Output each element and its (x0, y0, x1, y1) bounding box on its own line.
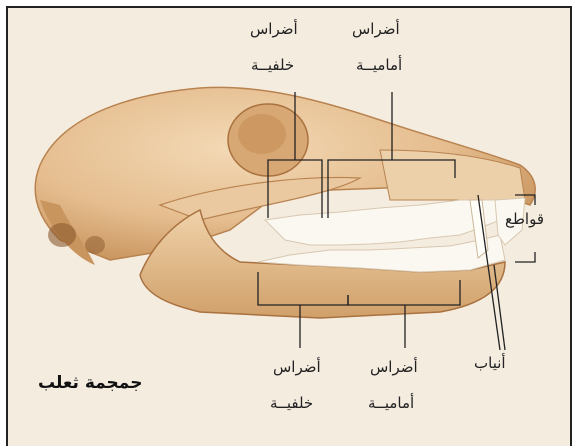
label-upper-premolars-line2: أماميــة (356, 58, 402, 73)
label-upper-molars-line2: خلفيــة (251, 58, 294, 73)
figure: أضراس خلفيــة أضراس أماميــة قواطع أنياب… (0, 0, 582, 428)
label-lower-molars-line2: خلفيــة (270, 396, 313, 411)
label-lower-premolars-line2: أماميــة (368, 396, 414, 411)
label-incisors: قواطع (505, 212, 544, 227)
snout (380, 150, 525, 200)
label-canines: أنياب (474, 356, 506, 371)
figure-title: جمجمة ثعلب (38, 373, 142, 393)
label-upper-premolars-line1: أضراس (352, 22, 400, 37)
label-lower-premolars-line1: أضراس (370, 360, 418, 375)
upper-teeth (265, 200, 500, 245)
label-upper-molars-line1: أضراس (250, 22, 298, 37)
label-lower-molars-line1: أضراس (273, 360, 321, 375)
